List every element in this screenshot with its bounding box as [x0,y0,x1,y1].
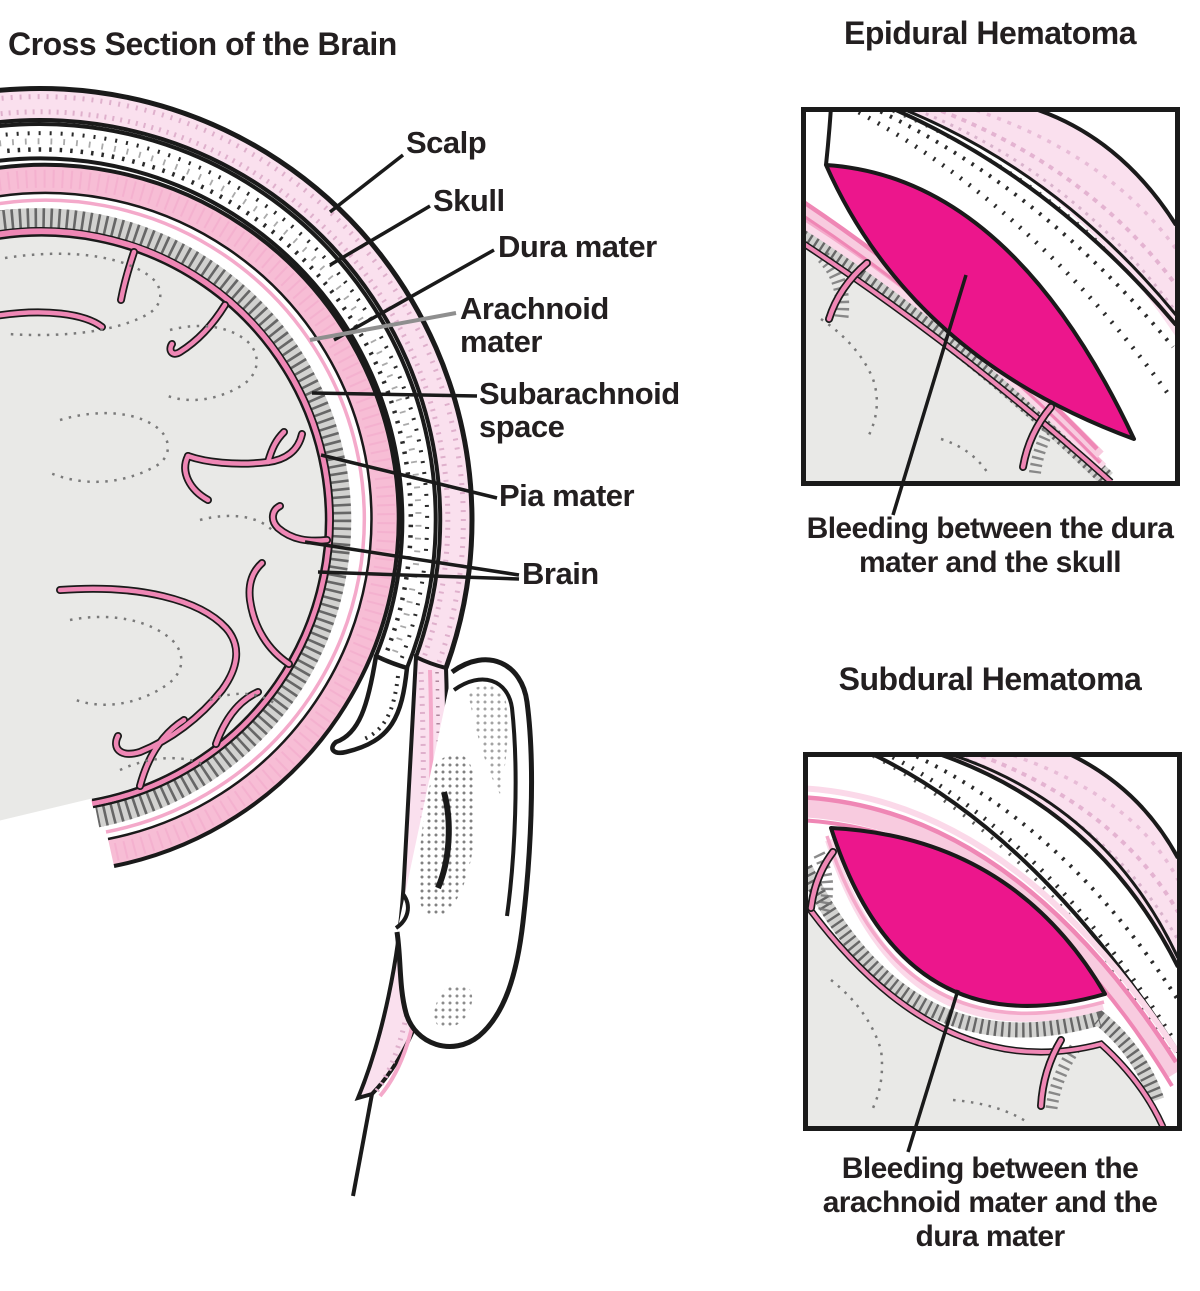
arachnoid-leader-line [309,311,457,342]
label-arachnoid-mater: Arachnoid mater [460,291,609,359]
epidural-caption: Bleeding between the dura mater and the … [806,512,1174,579]
label-skull: Skull [433,183,505,218]
subdural-caption: Bleeding between the arachnoid mater and… [822,1152,1158,1253]
epidural-inset-title: Epidural Hematoma [843,15,1137,51]
label-subarachnoid-space: Subarachnoid space [479,376,680,444]
subdural-inset-illustration [803,752,1182,1153]
page-title: Cross Section of the Brain [8,26,397,62]
brain-leader-line-lower [317,570,520,581]
ear-illustration [394,657,535,1049]
arachnoid-mater-layer [0,198,367,834]
scalp-layer [0,88,472,1197]
pia-leader-line [320,453,498,500]
subdural-inset-title: Subdural Hematoma [838,661,1142,697]
brain-leader-line-upper [304,540,520,577]
label-brain: Brain [522,556,599,591]
brain-mass [0,236,326,821]
subdural-inset-frame [803,752,1182,1131]
layer-outlines [0,86,475,868]
subarachnoid-leader-line [311,391,478,398]
dura-mater-layer [0,164,399,866]
epidural-hematoma-shape [824,163,1136,441]
subarachnoid-space-layer [0,208,352,828]
epidural-folds [825,259,1055,471]
label-pia-mater: Pia mater [499,478,635,513]
brain-sulci [0,248,331,790]
pia-mater-layer [0,227,334,809]
brain-contour-dots [4,252,279,772]
skull-leader-line [329,204,431,267]
brain-cross-section-illustration [0,86,535,1197]
label-leader-lines [304,153,520,581]
epidural-inset-illustration [801,107,1180,516]
scalp-leader-line [328,153,405,214]
subdural-hematoma-shape [829,826,1107,1008]
epidural-inset-frame [801,107,1180,486]
subdural-folds [808,848,1065,1110]
subdural-caption-leader-line [906,989,960,1153]
label-scalp: Scalp [406,125,487,160]
epidural-caption-leader-line [891,274,968,516]
skull-layer [0,124,436,755]
label-dura-mater: Dura mater [498,229,657,264]
